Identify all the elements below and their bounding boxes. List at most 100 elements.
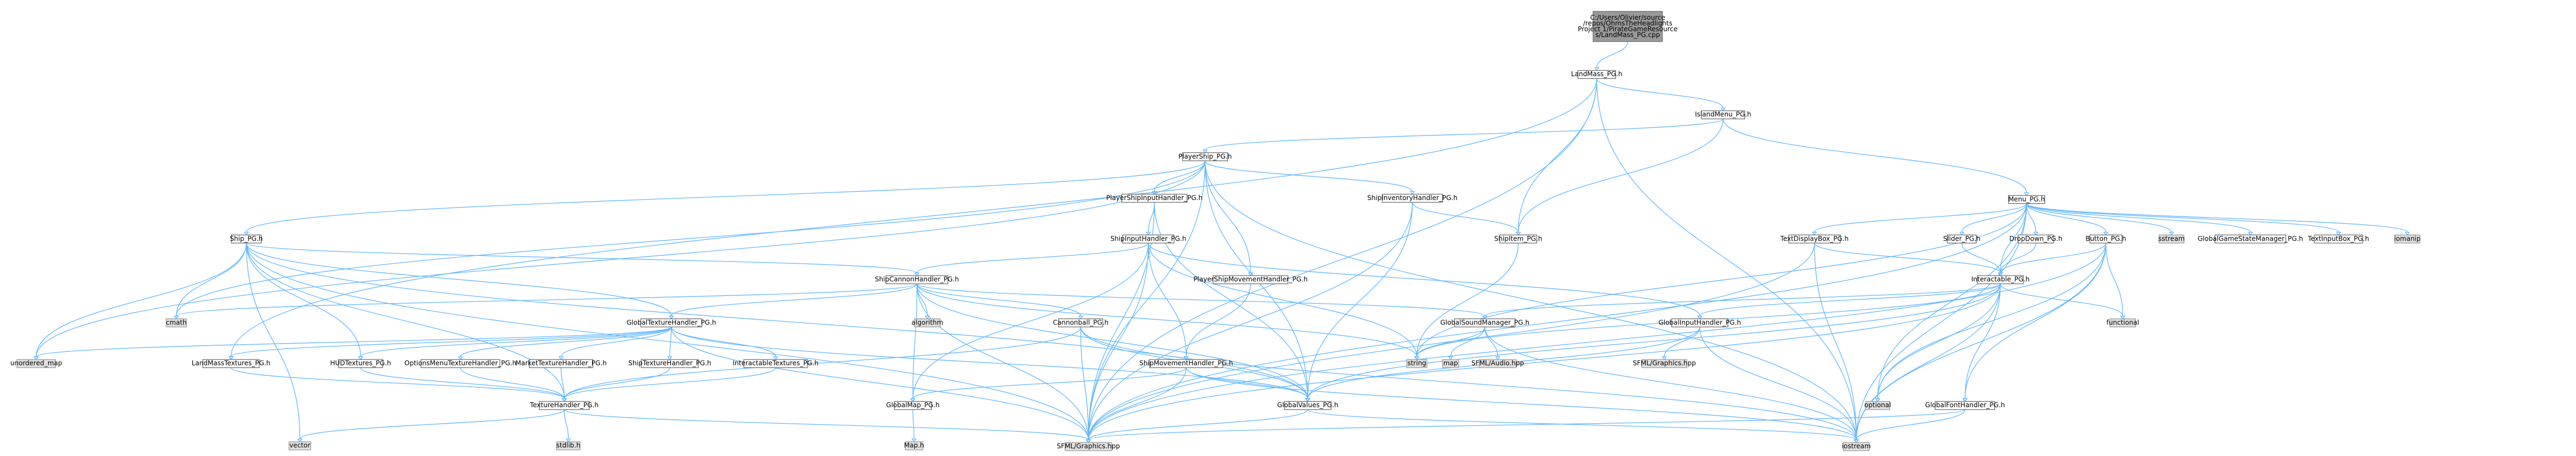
node-globalinput-h[interactable]: GlobalInputHandler_PG.h: [1658, 318, 1741, 328]
node-iomanip[interactable]: iomanip: [2394, 235, 2421, 244]
node-landmass-h[interactable]: LandMass_PG.h: [1571, 70, 1622, 79]
edge-line: [360, 326, 672, 357]
edge-line: [36, 326, 672, 357]
node-label: MarketTextureHandler_PG.h: [515, 360, 606, 367]
node-cannonball-h[interactable]: Cannonball_PG.h: [1053, 318, 1108, 328]
edge-islandmenu_h-to-menu_h: [1722, 118, 2029, 196]
node-sfml-audio[interactable]: SFML/Audio.hpp: [1471, 359, 1524, 368]
edge-line: [246, 243, 1309, 399]
edge-line: [299, 409, 565, 440]
node-globalsoundmanager-h[interactable]: GlobalSoundManager_PG.h: [1440, 318, 1529, 328]
node-globalmap-h[interactable]: GlobalMap_PG.h: [886, 401, 940, 410]
node-box: [1479, 359, 1517, 368]
edge-globaltexture_h-to-optionsmenutexture_h: [458, 327, 672, 361]
node-playership-h[interactable]: PlayerShip_PG.h: [1179, 152, 1232, 162]
node-markettexture-h[interactable]: MarketTextureHandler_PG.h: [515, 359, 607, 368]
node-globalvalues-h[interactable]: GlobalValues_PG.h: [1277, 401, 1338, 410]
node-functional[interactable]: functional: [2106, 318, 2139, 328]
edge-line: [1088, 409, 1309, 440]
node-dropdown-h[interactable]: DropDown_PG.h: [2009, 235, 2062, 244]
node-iostream[interactable]: iostream: [1842, 442, 1871, 451]
node-vector[interactable]: vector: [288, 441, 311, 451]
node-interactable-h[interactable]: Interactable_PG.h: [1971, 275, 2029, 284]
node-hudtextures-h[interactable]: HUDTextures_PG.h: [330, 359, 391, 368]
edge-line: [1088, 203, 2027, 440]
node-box: [1577, 70, 1616, 79]
edge-line: [2026, 203, 2172, 232]
edge-line: [175, 283, 918, 317]
node-globalfont-h[interactable]: GlobalFontHandler_PG.h: [1925, 401, 2005, 410]
edge-arrowhead: [1812, 231, 1817, 236]
edge-playership_h-to-playershipinput_h: [1151, 161, 1205, 195]
edge-line: [246, 242, 918, 273]
node-box: [1499, 235, 1537, 244]
node-shiptexture-h[interactable]: ShipTextureHandler_PG.h: [628, 359, 711, 368]
node-playershipmovement-h[interactable]: PlayerShipMovementHandler_PG.h: [1193, 275, 1307, 284]
edge-line: [1856, 409, 1966, 440]
node-textinputbox-h[interactable]: TextInputBox_PG.h: [2307, 235, 2369, 244]
edge-arrowhead: [1962, 398, 1968, 402]
edge-globaltexture_h-to-markettexture_h: [558, 327, 672, 361]
node-unordered-map[interactable]: unordered_map: [10, 359, 62, 368]
edge-line: [360, 367, 565, 399]
node-shipcannon-h[interactable]: ShipCannonHandler_PG.h: [875, 275, 959, 284]
node-islandmenu-h[interactable]: IslandMenu_PG.h: [1695, 110, 1752, 119]
node-label: GlobalInputHandler_PG.h: [1658, 318, 1741, 326]
node-landmasstextures-h[interactable]: LandMassTextures_PG.h: [192, 359, 271, 368]
node-sfml-graphics[interactable]: SFML/Graphics.hpp: [1057, 442, 1120, 451]
node-stdlib[interactable]: stdlib.h: [556, 441, 581, 451]
edge-arrowhead: [1853, 439, 1859, 443]
node-algorithm[interactable]: algorithm: [912, 318, 943, 328]
edge-arrowhead: [773, 356, 778, 361]
node-label: GlobalValues_PG.h: [1277, 401, 1338, 409]
node-box: [1865, 401, 1890, 410]
node-label: Button_PG.h: [2085, 235, 2126, 242]
node-label: string: [1407, 360, 1426, 367]
node-sfml-graphics-small[interactable]: SFML/Graphics.hpp: [1633, 359, 1696, 368]
node-globalgamestate-h[interactable]: GlobalGameStateManager_PG.h: [2198, 235, 2303, 244]
edge-line: [912, 283, 918, 399]
node-string[interactable]: string: [1406, 359, 1428, 368]
edge-arrowhead: [565, 438, 571, 443]
node-cmath[interactable]: cmath: [166, 318, 187, 328]
node-interactabletextures-h[interactable]: InteractableTextures_PG.h: [733, 359, 819, 368]
node-sstream[interactable]: sstream: [2158, 235, 2185, 244]
node-shipmovement-h[interactable]: ShipMovementHandler_PG.h: [1139, 359, 1233, 368]
edge-line: [1307, 283, 2001, 399]
edge-arrowhead: [558, 356, 564, 361]
node-shipitem-h[interactable]: ShipItem_PG.h: [1494, 235, 1542, 244]
node-box: [528, 359, 594, 368]
node-shipinventory-h[interactable]: ShipInventoryHandler_PG.h: [1367, 193, 1458, 203]
node-map-h[interactable]: Map.h: [904, 441, 924, 451]
node-label: Project 1/PirateGameResource: [1578, 25, 1677, 33]
node-box: [2395, 235, 2420, 244]
edge-line: [246, 243, 565, 399]
edge-shipinventory_h-to-shipitem_h: [1412, 202, 1521, 236]
node-textdisplaybox-h[interactable]: TextDisplayBox_PG.h: [1779, 235, 1849, 244]
edge-line: [2026, 203, 2408, 233]
node-texturehandler-h[interactable]: TextureHandler_PG.h: [530, 401, 599, 410]
node-globaltexture-h[interactable]: GlobalTextureHandler_PG.h: [627, 318, 716, 328]
edge-line: [916, 283, 1486, 317]
node-optional[interactable]: optional: [1864, 401, 1891, 410]
edge-line: [916, 283, 1089, 440]
node-menu-h[interactable]: Menu_PG.h: [2008, 195, 2045, 204]
node-root[interactable]: C:/Users/Olivier/source/repos/OhmsTheHea…: [1578, 11, 1677, 42]
edge-playership_h-to-ship_h: [243, 161, 1205, 236]
edge-arrowhead: [228, 356, 234, 361]
node-playershipinput-h[interactable]: PlayerShipInputHandler_PG.h: [1106, 193, 1203, 203]
edge-arrowhead: [2248, 231, 2253, 236]
node-button-h[interactable]: Button_PG.h: [2085, 235, 2126, 244]
edge-line: [916, 283, 1418, 357]
edge-arrowhead: [1078, 316, 1084, 320]
node-box: [743, 359, 808, 368]
node-shipinput-h[interactable]: ShipInputHandler_PG.h: [1110, 235, 1186, 244]
node-ship-h[interactable]: Ship_PG.h: [230, 235, 263, 244]
node-optionsmenutexture-h[interactable]: OptionsMenuTextureHandler_PG.h: [405, 359, 516, 368]
node-map[interactable]: map: [1442, 359, 1459, 368]
node-slider-h[interactable]: Slider_PG.h: [1943, 235, 1981, 244]
node-box: [1593, 11, 1663, 42]
edge-line: [1856, 283, 2001, 440]
edge-line: [2026, 203, 2251, 232]
